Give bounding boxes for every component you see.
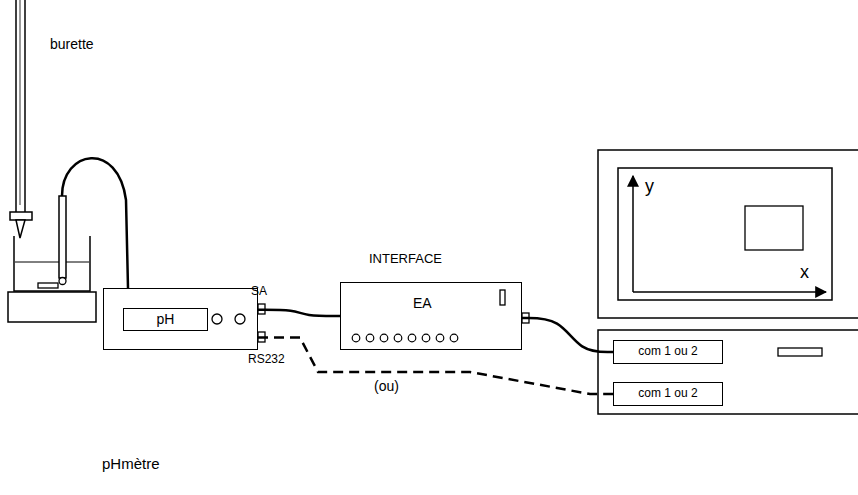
window (745, 206, 803, 250)
input-sockets (352, 334, 458, 342)
port-name: com 1 ou 2 (638, 387, 697, 401)
port-name: SA (251, 285, 267, 299)
burette-tube (16, 0, 25, 212)
com-port: com 1 ou 2 (613, 340, 723, 364)
ph-meter: pHmètrepH (103, 288, 258, 350)
axis-name: y (645, 176, 654, 197)
x-axis (633, 291, 826, 293)
burette-stopcock (10, 212, 32, 220)
electrode-bulb (59, 278, 66, 285)
cable (258, 310, 340, 316)
liquid-level (15, 262, 89, 263)
indicator (500, 290, 505, 305)
burette-tip (16, 220, 25, 238)
stir-bar (38, 283, 58, 288)
display: pH (123, 308, 208, 331)
drive-slot (778, 348, 822, 356)
interface-box: INTERFACEEA (340, 282, 522, 350)
computer-case (598, 330, 858, 414)
beaker (14, 236, 90, 291)
port-name: com 1 ou 2 (638, 345, 697, 359)
device-name: INTERFACE (369, 252, 442, 267)
axis-name: x (800, 262, 809, 283)
part-name: burette (50, 36, 94, 52)
port-name: RS232 (248, 353, 285, 367)
edge-label: (ou) (372, 378, 401, 394)
monitor (598, 150, 858, 318)
knob (212, 314, 222, 324)
electrode-cable (62, 158, 128, 288)
magnetic-stirrer (8, 292, 96, 322)
cable (522, 318, 613, 352)
com-port: com 1 ou 2 (613, 382, 723, 406)
display-text: pH (157, 311, 175, 327)
device-name: pHmètre (102, 455, 160, 472)
screen (618, 168, 832, 300)
knob (235, 314, 245, 324)
input-name: EA (413, 295, 432, 311)
electrode (59, 196, 66, 278)
y-axis (632, 176, 634, 292)
cable (258, 338, 613, 394)
